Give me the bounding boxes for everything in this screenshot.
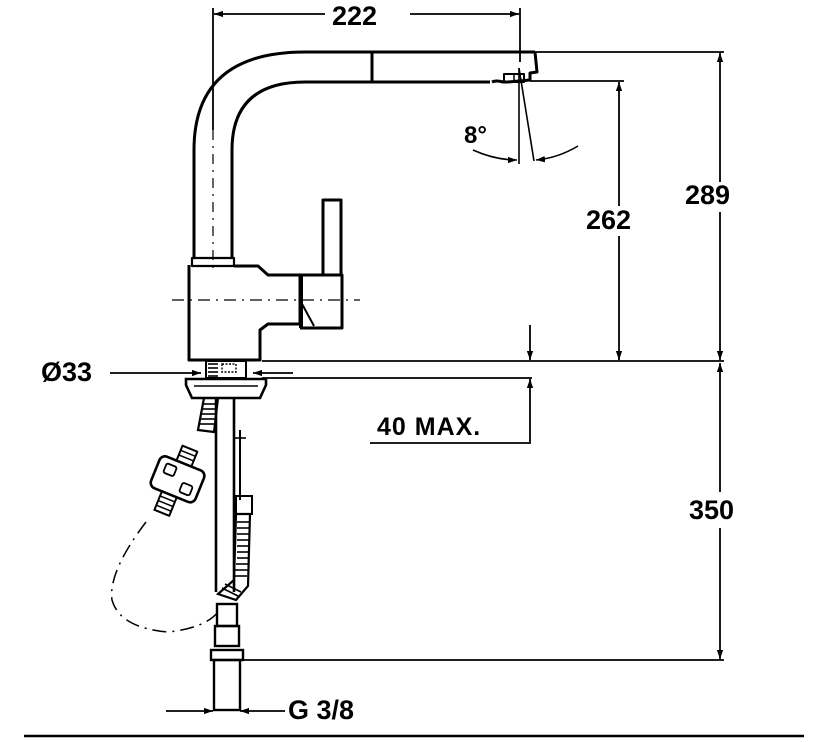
dim-8deg-group <box>472 67 579 164</box>
dim-label-spout-reach: 222 <box>329 3 381 30</box>
dim-label-outlet-height: 262 <box>583 207 635 234</box>
dim-label-connection-thread: G 3/8 <box>288 695 355 725</box>
connection-fitting <box>209 602 245 712</box>
dim-label-base-diameter: Ø33 <box>41 357 93 387</box>
corrugated-hose-upper <box>196 397 220 434</box>
dim-label-under-counter-length: 350 <box>686 497 738 524</box>
dim-label-total-height: 289 <box>682 182 734 209</box>
dim-289-group <box>530 51 724 360</box>
faucet-body <box>187 198 344 362</box>
dim-40max-group <box>370 325 534 444</box>
corrugated-hose-lower <box>215 512 252 602</box>
hose-connector-block <box>149 444 206 517</box>
faucet-spout <box>192 50 539 258</box>
dim-222-group <box>212 8 521 130</box>
hose-loop-path <box>110 521 219 633</box>
mounting-shank <box>184 360 268 400</box>
dim-262-group <box>530 80 624 360</box>
dim-label-spray-angle: 8° <box>464 122 487 149</box>
dim-label-max-countertop: 40 MAX. <box>377 413 482 441</box>
dim-350-group <box>240 363 724 661</box>
